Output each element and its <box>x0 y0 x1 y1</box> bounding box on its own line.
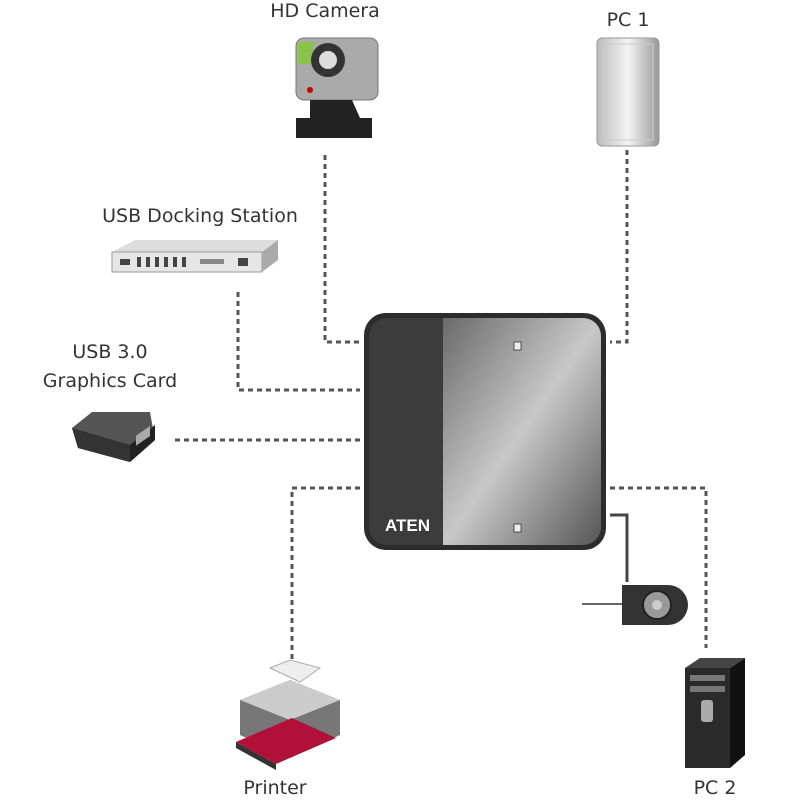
remote-button-icon <box>582 585 688 625</box>
graphics-card-label-line1: USB 3.0 <box>72 341 148 363</box>
hd-camera-label: HD Camera <box>270 0 380 22</box>
kvm-hub: ATEN <box>364 313 606 550</box>
pc1-label: PC 1 <box>606 9 650 31</box>
pc1-icon <box>596 37 660 147</box>
pc2-icon <box>685 658 745 768</box>
docking-station-label: USB Docking Station <box>102 205 298 227</box>
hd-camera-icon <box>295 37 379 138</box>
pc2-label: PC 2 <box>693 777 737 799</box>
graphics-card-icon <box>72 412 155 462</box>
remote-cable <box>610 513 629 582</box>
graphics-card-label-line2: Graphics Card <box>42 370 178 392</box>
printer-icon <box>236 659 340 770</box>
docking-station-icon <box>111 240 278 273</box>
pc1-connection <box>610 150 629 344</box>
docking-connection <box>236 292 360 392</box>
printer-label: Printer <box>243 777 307 799</box>
camera-connection <box>323 155 360 344</box>
hub-logo: ATEN <box>385 516 430 535</box>
pc2-connection <box>610 486 708 648</box>
printer-connection <box>290 486 360 665</box>
